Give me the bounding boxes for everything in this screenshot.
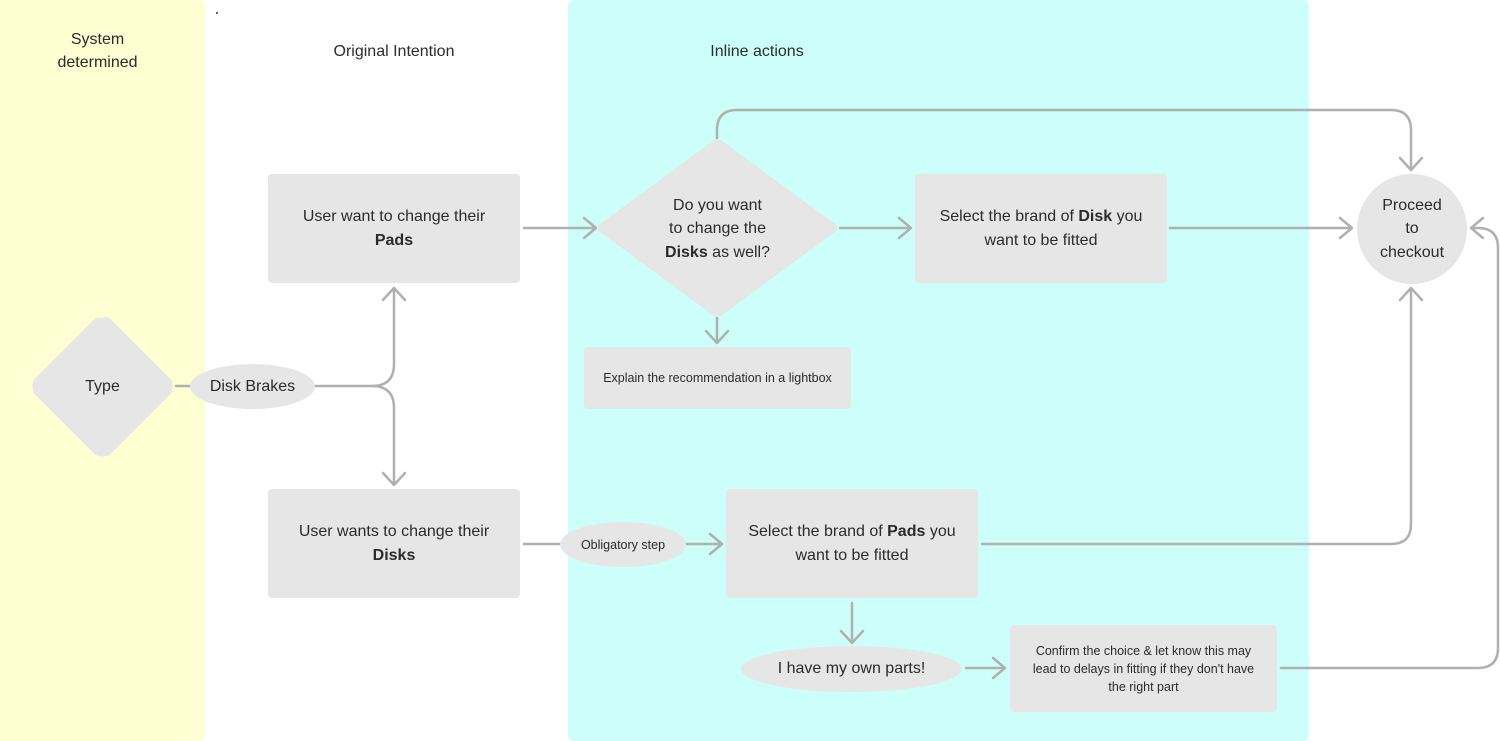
- arrowhead-up-pads: [381, 286, 407, 302]
- select-pads-line2: want to be fitted: [795, 546, 909, 564]
- change-pads-bold: Pads: [374, 231, 414, 249]
- arrowhead-ownparts: [839, 629, 865, 645]
- explain-label: Explain the recommendation in a lightbox: [603, 371, 832, 385]
- connector-selectpads-checkout: [980, 288, 1413, 546]
- question-suffix: as well?: [707, 243, 770, 261]
- confirm-label: Confirm the choice & let know this may l…: [1032, 643, 1255, 694]
- lane-title-system-line1: System: [70, 31, 125, 48]
- select-pads-bold: Pads: [887, 522, 926, 540]
- obligatory-step-pill: Obligatory step: [560, 522, 686, 567]
- lane-title-system-line2: determined: [57, 54, 138, 71]
- question-diamond: Do you want to change the Disks as well?: [598, 140, 837, 316]
- explain-box: Explain the recommendation in a lightbox: [584, 347, 851, 409]
- arrowhead-selectpads: [708, 532, 724, 556]
- own-parts-label: I have my own parts!: [777, 660, 926, 677]
- connector-branch-up: [313, 288, 396, 388]
- disk-brakes-pill: Disk Brakes: [190, 364, 315, 409]
- connector-question-checkout-top: [715, 108, 1413, 170]
- change-pads-box: User want to change their Pads: [268, 174, 520, 283]
- type-label: Type: [85, 377, 120, 395]
- change-disks-bold: Disks: [372, 546, 416, 564]
- type-diamond-shape: [32, 316, 173, 457]
- select-disk-line2: want to be fitted: [984, 231, 1098, 249]
- lane-title-inline: Inline actions: [710, 43, 804, 60]
- own-parts-pill: I have my own parts!: [741, 646, 962, 692]
- type-diamond: Type: [31, 315, 174, 458]
- select-disk-box: Select the brand of Disk you want to be …: [915, 174, 1167, 283]
- arrowhead-question: [582, 216, 598, 240]
- arrowhead-checkout-right: [1469, 216, 1485, 240]
- connector-confirm-checkout: [1279, 226, 1500, 670]
- question-line2: to change the: [669, 220, 766, 238]
- arrowhead-checkout-left: [1338, 216, 1354, 240]
- arrowhead-confirm: [991, 656, 1007, 680]
- lane-title-original: Original Intention: [333, 43, 455, 60]
- stray-dot: [216, 12, 218, 14]
- select-pads-suffix: you: [925, 522, 956, 540]
- change-pads-text: User want to change their: [302, 207, 486, 225]
- change-disks-text: User wants to change their: [298, 522, 490, 540]
- disk-brakes-label: Disk Brakes: [209, 377, 296, 395]
- checkout-line3: checkout: [1379, 243, 1445, 261]
- lane-title-system: System determined: [0, 28, 195, 74]
- checkout-line1: Proceed: [1382, 196, 1442, 214]
- change-disks-box: User wants to change their Disks: [268, 489, 520, 598]
- connector-branch-down: [370, 384, 396, 485]
- select-disk-prefix: Select the brand of: [939, 207, 1079, 225]
- select-disk-suffix: you: [1112, 207, 1143, 225]
- question-bold: Disks: [665, 243, 708, 261]
- proceed-to-checkout-circle: Proceed to checkout: [1357, 174, 1467, 284]
- question-diamond-shape: [598, 140, 837, 316]
- checkout-line2: to: [1405, 220, 1419, 238]
- select-pads-prefix: Select the brand of: [748, 522, 888, 540]
- arrowhead-checkout-bottom: [1398, 286, 1424, 302]
- arrowhead-down-disks: [381, 471, 407, 487]
- arrowhead-checkout-top: [1398, 156, 1424, 172]
- question-line1: Do you want: [673, 196, 762, 214]
- arrowhead-selectdisk: [897, 216, 913, 240]
- obligatory-step-label: Obligatory step: [580, 537, 666, 552]
- arrowhead-explain: [704, 329, 730, 345]
- select-pads-box: Select the brand of Pads you want to be …: [726, 489, 978, 598]
- select-disk-bold: Disk: [1078, 207, 1113, 225]
- confirm-box: Confirm the choice & let know this may l…: [1010, 625, 1277, 712]
